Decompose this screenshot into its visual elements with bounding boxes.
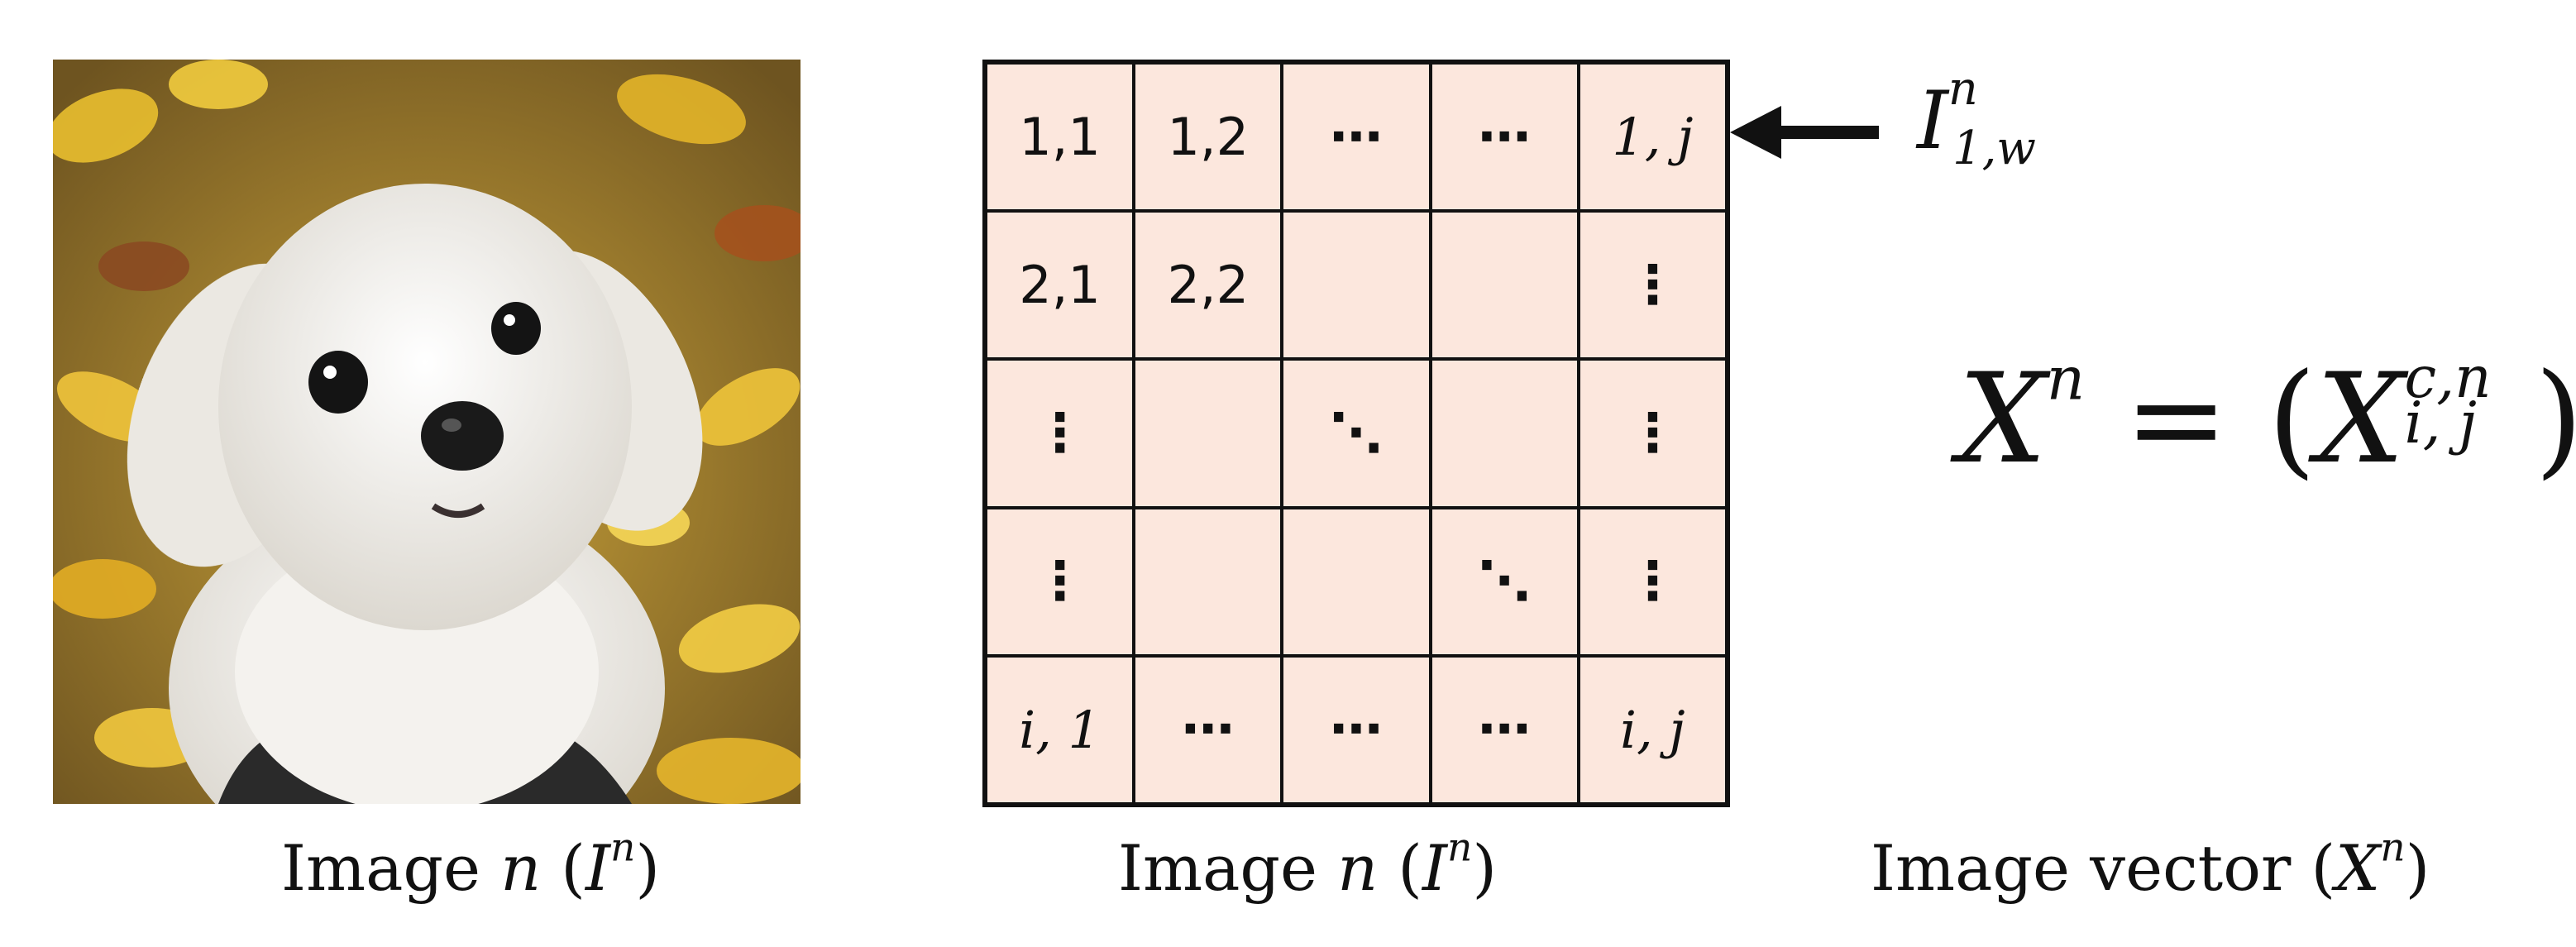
equation-rhs-subscript: i, j (2404, 390, 2477, 457)
grid-cell: 2,2 (1134, 211, 1283, 360)
caption-paren-close: ) (635, 831, 660, 905)
grid-cell: ⋯ (1282, 655, 1431, 804)
caption-superscript: n (2380, 825, 2406, 871)
grid-cell-text: i, j (1620, 699, 1685, 760)
grid-cell (1134, 359, 1283, 508)
grid-cell: ⋮ (986, 359, 1135, 508)
equation-lhs-superscript: n (2046, 343, 2086, 414)
grid-cell: ⋯ (1134, 655, 1283, 804)
grid-cell: ⋯ (1430, 655, 1579, 804)
caption-paren-close: ) (2405, 831, 2430, 905)
caption-variable: n (500, 831, 542, 905)
row-label-subscript: 1,w (1952, 122, 2036, 176)
grid-cell: ⋮ (1578, 211, 1727, 360)
grid-cell: 1, j (1578, 63, 1727, 212)
grid-cell (1430, 359, 1579, 508)
grid-cell: ⋮ (1578, 359, 1727, 508)
caption-paren-close: ) (1472, 831, 1497, 905)
caption-prefix: Image (281, 831, 501, 905)
grid-cell: 1,2 (1134, 63, 1283, 212)
caption-superscript: n (609, 825, 636, 871)
equation-equals: = ( (2085, 347, 2316, 491)
caption-symbol: I (1422, 831, 1447, 905)
grid-cell: 2,1 (986, 211, 1135, 360)
caption-prefix: Image vector (1871, 831, 2311, 905)
row-label: In1,w (1917, 66, 2036, 172)
caption-photo: Image n (In) (281, 829, 660, 905)
caption-symbol: I (585, 831, 610, 905)
dog-photo (53, 60, 801, 804)
dog-photo-illustration (53, 60, 801, 804)
row-label-superscript: n (1948, 62, 1978, 117)
caption-prefix: Image (1118, 831, 1338, 905)
grid-cell (1134, 507, 1283, 656)
equation-rhs-superscript: c,n (2404, 344, 2492, 411)
row-label-symbol: I (1917, 74, 1948, 167)
grid-cell: ⋮ (1578, 507, 1727, 656)
grid-cell (1282, 211, 1431, 360)
pixel-grid: 1,1 1,2 ⋯ ⋯ 1, j 2,1 2,2 ⋮ ⋮ ⋱ ⋮ ⋮ ⋱ ⋮ i… (982, 60, 1730, 807)
caption-vector: Image vector (Xn) (1871, 829, 2430, 905)
grid-cell: ⋯ (1282, 63, 1431, 212)
grid-cell (1282, 507, 1431, 656)
grid-cell-text: 1, j (1612, 107, 1694, 168)
grid-cell: ⋯ (1430, 63, 1579, 212)
equation-lhs: X (1958, 347, 2047, 491)
equation-rhs: X (2316, 347, 2405, 491)
equation-close-paren: ) (2535, 347, 2576, 491)
caption-superscript: n (1446, 825, 1473, 871)
caption-symbol: X (2335, 831, 2381, 905)
image-vector-equation: Xn = (Xc,ni, j) (1958, 345, 2576, 491)
grid-cell: i, 1 (986, 655, 1135, 804)
grid-cell-text: i, 1 (1019, 699, 1101, 760)
grid-cell: i, j (1578, 655, 1727, 804)
caption-paren-open: ( (1378, 831, 1422, 905)
caption-variable: n (1337, 831, 1379, 905)
grid-cell: ⋱ (1430, 507, 1579, 656)
caption-grid: Image n (In) (1118, 829, 1497, 905)
caption-paren-open: ( (541, 831, 585, 905)
left-arrow-icon (1730, 106, 1879, 159)
grid-cell: ⋮ (986, 507, 1135, 656)
grid-cell (1430, 211, 1579, 360)
grid-cell: 1,1 (986, 63, 1135, 212)
grid-cell: ⋱ (1282, 359, 1431, 508)
caption-paren-open: ( (2311, 831, 2336, 905)
